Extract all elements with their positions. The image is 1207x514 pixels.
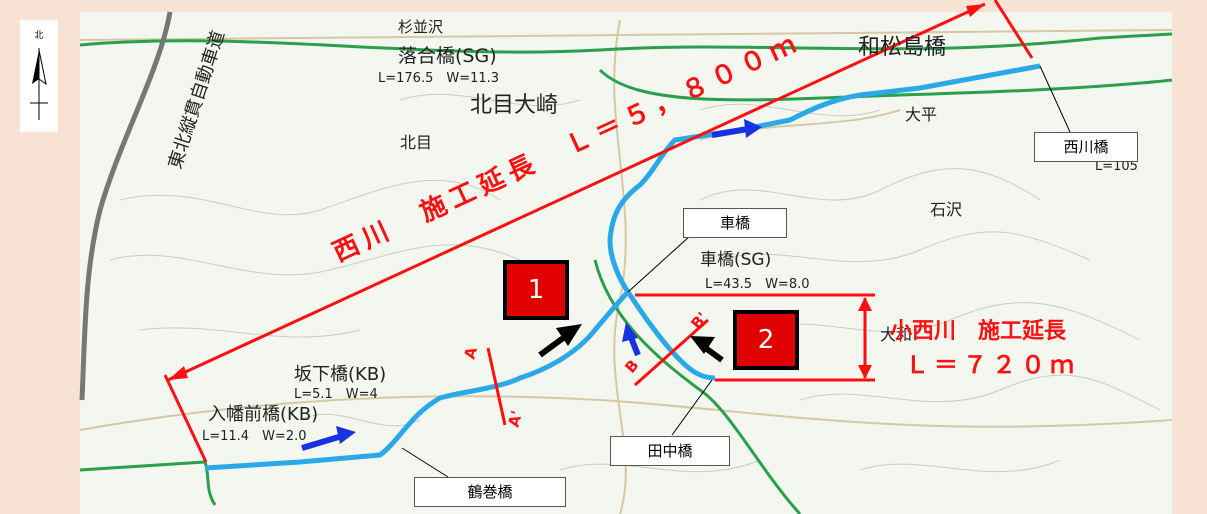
- section-label-a: A: [460, 345, 480, 361]
- map-label-place-2: 北目大崎: [470, 93, 558, 118]
- map-label-place-4: 和松島橋: [858, 35, 946, 60]
- map-label-bridge-yawata: 入幡前橋(KB): [208, 404, 318, 425]
- map-label-place-7: 大和: [880, 325, 912, 344]
- section-label-a-prime: A': [504, 409, 526, 429]
- map-label-bridge-ochiai-dims: L=176.5 W=11.3: [378, 71, 499, 86]
- section-line-a: [486, 347, 507, 426]
- map-label-bridge-kuruma-dims: L=43.5 W=8.0: [705, 277, 810, 292]
- konishikawa-river: [625, 290, 716, 381]
- map-background: [80, 12, 1172, 514]
- marker-box-1: 1: [503, 260, 569, 320]
- section-line-b: [634, 318, 709, 387]
- north-label: 北: [34, 31, 44, 41]
- map-label-place-5: 大平: [905, 105, 937, 124]
- map-label-place-6: 石沢: [930, 200, 962, 219]
- map-label-place-1: 杉並沢: [398, 18, 443, 36]
- north-arrow-icon: [20, 20, 58, 132]
- map-label-bridge-sakashita: 坂下橋(KB): [294, 364, 386, 385]
- map-label-bridge-yawata-dims: L=11.4 W=2.0: [202, 429, 307, 444]
- map-label-bridge-ochiai: 落合橋(SG): [398, 45, 497, 67]
- boundary-lines: [79, 32, 1173, 514]
- expressway: [79, 11, 173, 401]
- callout-tanaka-bridge: 田中橋: [610, 436, 730, 466]
- callout-tsurumaki-bridge: 鶴巻橋: [414, 477, 566, 507]
- map-label-dims-east: L=105: [1095, 159, 1138, 174]
- north-indicator: 北: [20, 20, 58, 132]
- flow-arrows: [301, 119, 762, 451]
- leader-lines: [401, 65, 1071, 478]
- konishikawa-length: Ｌ＝７２０ｍ: [905, 351, 1079, 379]
- konishikawa-title: 小西川 施工延長: [890, 319, 1067, 344]
- map-label-place-3: 北目: [400, 133, 432, 152]
- callout-kuruma-bridge: 車橋: [683, 208, 787, 238]
- marker-box-2: 2: [733, 310, 799, 370]
- contour-lines: [109, 93, 1161, 473]
- callout-nishikawa-bridge: 西川橋: [1034, 132, 1138, 162]
- map-label-bridge-kuruma: 車橋(SG): [700, 250, 771, 270]
- nishikawa-dimension: [163, 0, 1034, 463]
- konishikawa-dimension: [635, 293, 875, 382]
- map-label-bridge-sakashita-dims: L=5.1 W=4: [294, 387, 378, 402]
- black-pointer-arrows: [538, 324, 724, 363]
